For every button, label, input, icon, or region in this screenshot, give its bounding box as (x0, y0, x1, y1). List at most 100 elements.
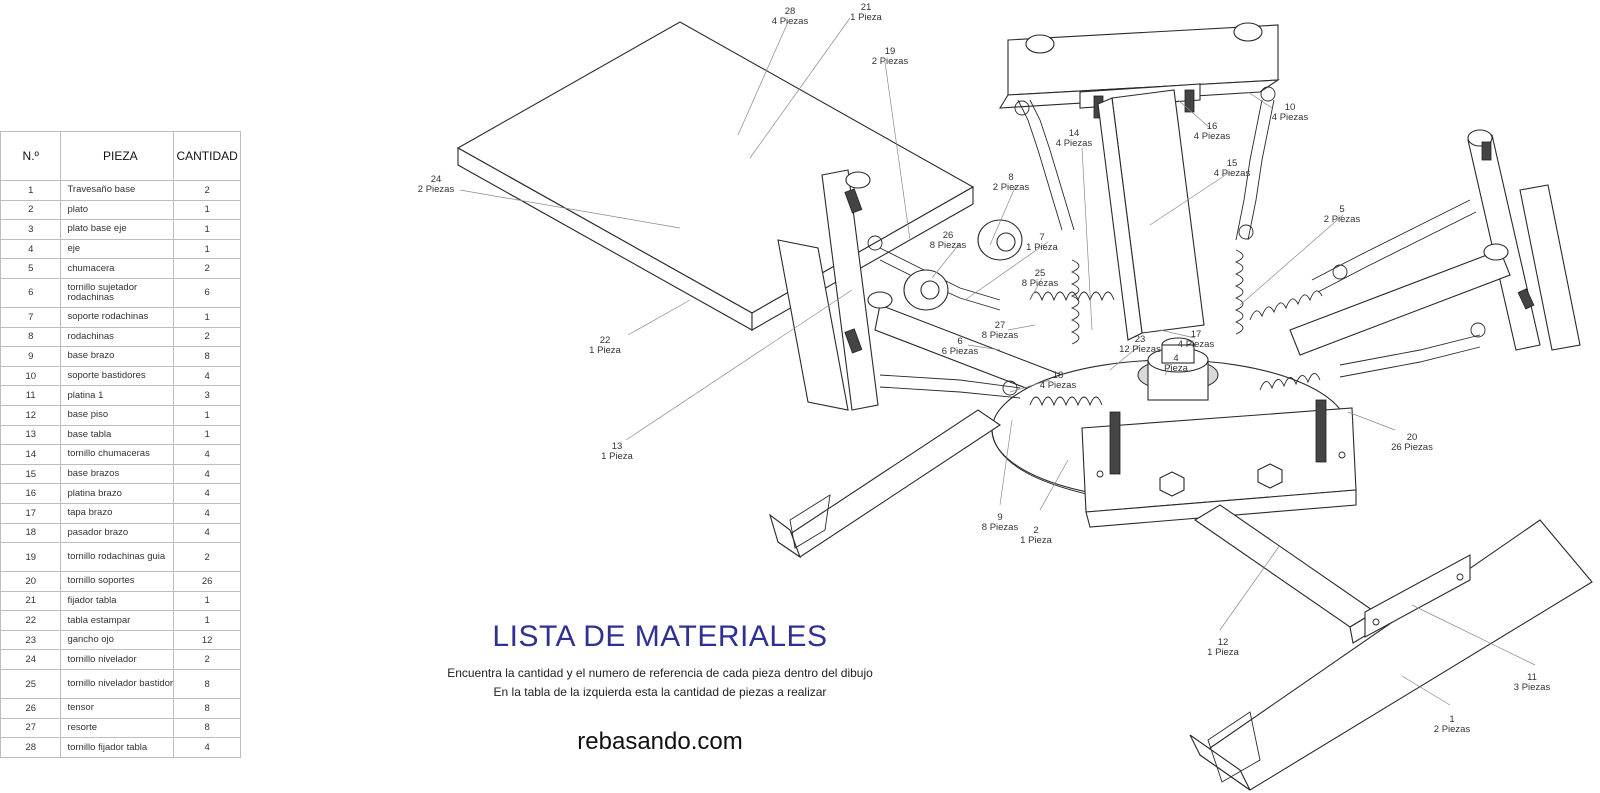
callout-number: 25 (1035, 268, 1046, 279)
row-number-cell: 26 (0, 698, 62, 719)
callout-quantity: 2 Piezas (1434, 724, 1471, 735)
callout-quantity: 4 Piezas (1214, 168, 1251, 179)
table-header-row: N.º PIEZA CANTIDAD (0, 131, 241, 181)
row-quantity-cell: 4 (173, 737, 241, 758)
callout-quantity: 1 Pieza (1026, 242, 1058, 253)
callout-quantity: 1 Pieza (589, 345, 621, 356)
callout-number: 19 (885, 46, 896, 57)
callout-quantity: 4 Piezas (772, 16, 809, 27)
column-header-number: N.º (0, 131, 62, 181)
callout-number: 12 (1218, 637, 1229, 648)
right-arm-bracket (1289, 129, 1581, 356)
callout-number: 26 (943, 230, 954, 241)
callout-number: 22 (600, 335, 611, 346)
column-header-quantity: CANTIDAD (173, 131, 241, 181)
row-piece-cell: tornillo rodachinas guia (60, 542, 175, 573)
row-number-cell: 28 (0, 737, 62, 758)
callout-number: 5 (1339, 204, 1344, 215)
callout-quantity: 4 Piezas (1056, 138, 1093, 149)
callout-number: 24 (431, 174, 442, 185)
callout-number: 2 (1033, 525, 1038, 536)
callout-quantity: 8 Piezas (982, 522, 1019, 533)
callout-number: 20 (1407, 432, 1418, 443)
callout-quantity: 4 Piezas (1178, 339, 1215, 350)
callout-quantity: 1 Pieza (850, 12, 882, 23)
row-number-cell: 19 (0, 542, 62, 573)
callout-quantity: 6 Piezas (942, 346, 979, 357)
floor-base (769, 409, 1593, 791)
row-number-cell: 25 (0, 669, 62, 700)
callout-number: 8 (1008, 172, 1013, 183)
callout-quantity: 2 Piezas (1324, 214, 1361, 225)
callout-quantity: 1 Pieza (1207, 647, 1239, 658)
row-number-cell: 6 (0, 277, 62, 308)
row-piece-cell: tornillo fijador tabla (60, 737, 175, 758)
vertical-arm (1097, 89, 1205, 341)
callout-number: 28 (785, 6, 796, 17)
callout-quantity: 26 Piezas (1391, 442, 1433, 453)
callout-number: 18 (1053, 370, 1064, 381)
printing-board (456, 21, 975, 331)
callout-quantity: 1 Pieza (1020, 535, 1052, 546)
column-header-piece: PIEZA (60, 131, 175, 181)
callout-quantity: 2 Piezas (418, 184, 455, 195)
left-arm-bracket (777, 169, 1076, 411)
callout-quantity: Pieza (1164, 363, 1188, 374)
row-quantity-cell: 8 (173, 669, 241, 700)
callout-number: 9 (997, 512, 1002, 523)
row-piece-cell: tornillo sujetador rodachinas (60, 277, 175, 308)
callout-number: 6 (957, 336, 962, 347)
page-title: LISTA DE MATERIALES (492, 620, 828, 653)
caster-wheels (903, 219, 1023, 311)
callout-number: 11 (1527, 672, 1537, 683)
callout-number: 7 (1039, 232, 1044, 243)
callout-quantity: 3 Piezas (1514, 682, 1551, 693)
callout-number: 21 (861, 2, 872, 13)
callout-quantity: 8 Piezas (930, 240, 967, 251)
callout-number: 1 (1449, 714, 1454, 725)
callout-quantity: 1 Pieza (601, 451, 633, 462)
callout-number: 16 (1207, 121, 1218, 132)
